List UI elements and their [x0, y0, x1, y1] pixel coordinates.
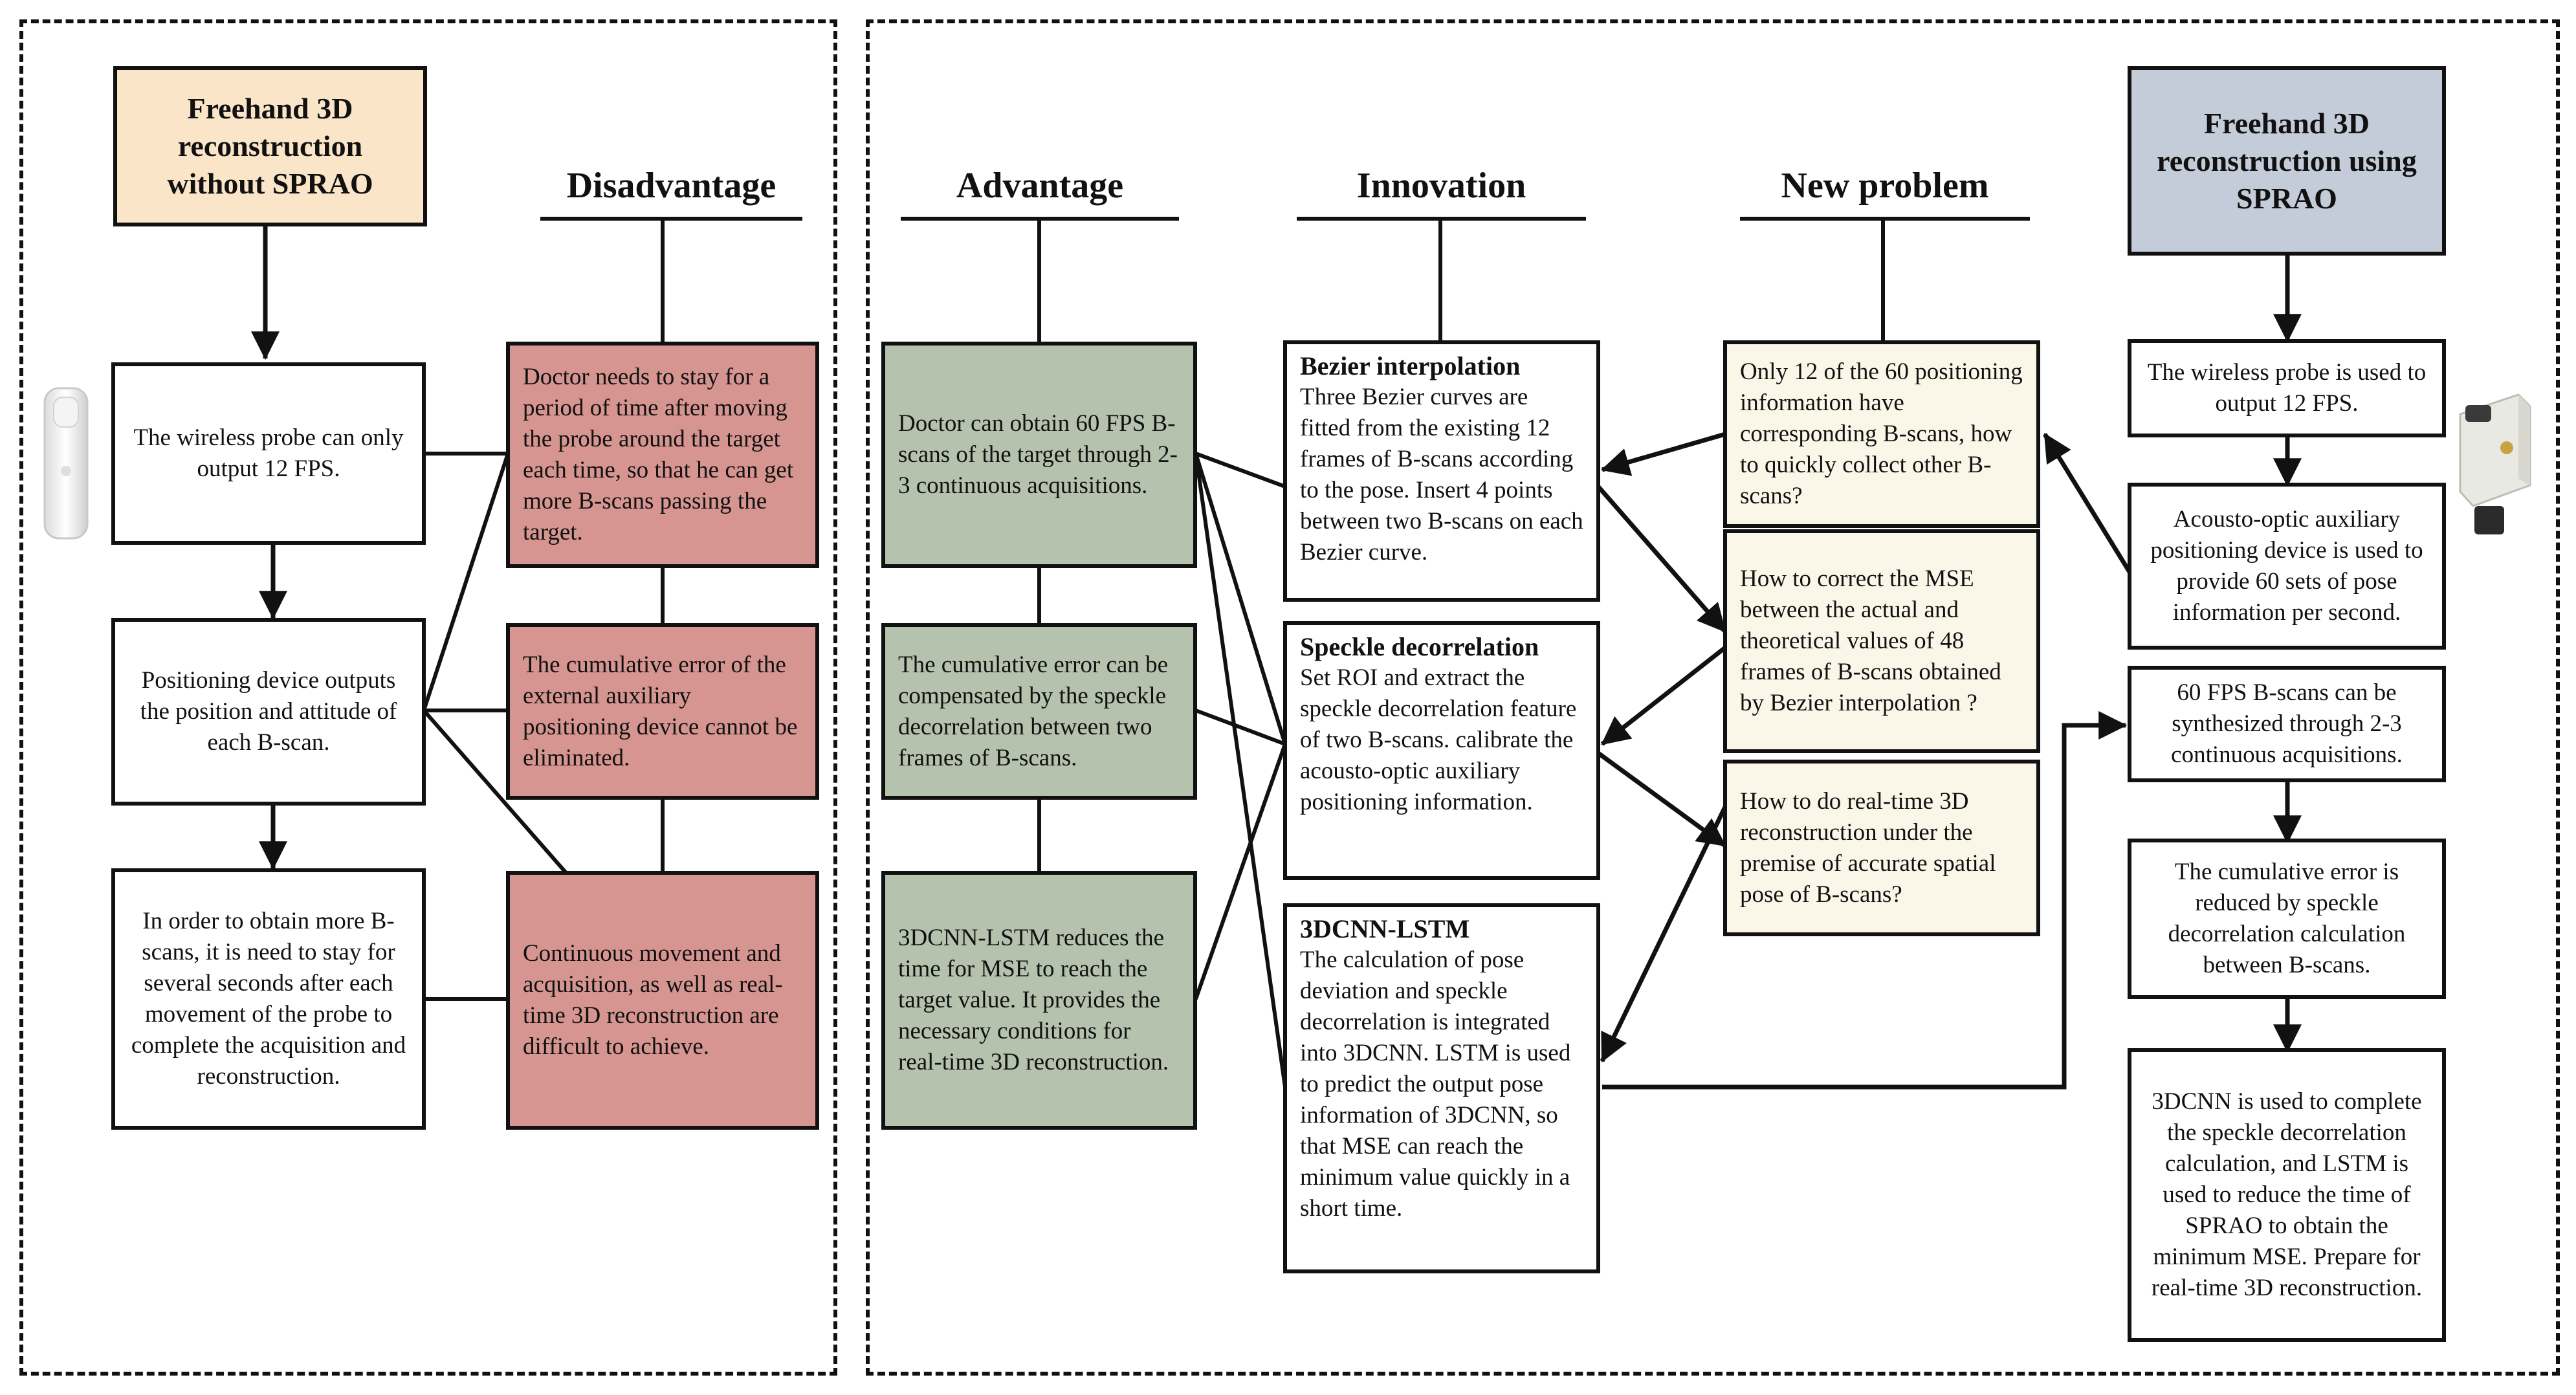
new-problem-1: Only 12 of the 60 positioning informatio…	[1723, 340, 2040, 528]
header-advantage: Advantage	[956, 166, 1124, 206]
new-problem-2: How to correct the MSE between the actua…	[1723, 529, 2040, 753]
right-panel	[866, 19, 2560, 1376]
left-step-1: The wireless probe can only output 12 FP…	[111, 362, 426, 545]
right-step-2-text: Acousto-optic auxiliary positioning devi…	[2150, 506, 2423, 626]
right-panel-title: Freehand 3D reconstruction using SPRAO	[2128, 66, 2446, 256]
left-step-2-text: Positioning device outputs the position …	[140, 667, 397, 756]
right-step-3: 60 FPS B-scans can be synthesized throug…	[2128, 666, 2446, 782]
new-problem-1-text: Only 12 of the 60 positioning informatio…	[1740, 358, 2023, 509]
left-step-3: In order to obtain more B-scans, it is n…	[111, 868, 426, 1130]
disadvantage-2-text: The cumulative error of the external aux…	[523, 651, 798, 771]
innovation-speckle-text: Set ROI and extract the speckle decorrel…	[1300, 665, 1577, 815]
sprao-probe-icon	[2459, 393, 2531, 534]
right-step-3-text: 60 FPS B-scans can be synthesized throug…	[2171, 679, 2403, 768]
disadvantage-2: The cumulative error of the external aux…	[506, 623, 819, 800]
right-step-1-text: The wireless probe is used to output 12 …	[2147, 359, 2427, 417]
right-step-1: The wireless probe is used to output 12 …	[2128, 339, 2446, 437]
header-new-problem: New problem	[1781, 166, 1989, 206]
left-step-3-text: In order to obtain more B-scans, it is n…	[131, 908, 406, 1090]
advantage-2: The cumulative error can be compensated …	[881, 623, 1197, 800]
advantage-2-text: The cumulative error can be compensated …	[898, 651, 1169, 771]
advantage-3: 3DCNN-LSTM reduces the time for MSE to r…	[881, 871, 1197, 1130]
new-problem-3: How to do real-time 3D reconstruction un…	[1723, 760, 2040, 936]
right-step-5-text: 3DCNN is used to complete the speckle de…	[2151, 1088, 2423, 1301]
left-step-1-text: The wireless probe can only output 12 FP…	[133, 424, 404, 482]
advantage-1: Doctor can obtain 60 FPS B-scans of the …	[881, 342, 1197, 568]
innovation-speckle: Speckle decorrelation Set ROI and extrac…	[1283, 621, 1600, 880]
disadvantage-1-text: Doctor needs to stay for a period of tim…	[523, 364, 794, 545]
left-panel	[19, 19, 837, 1376]
innovation-bezier: Bezier interpolation Three Bezier curves…	[1283, 340, 1600, 602]
right-step-4: The cumulative error is reduced by speck…	[2128, 839, 2446, 999]
innovation-bezier-title: Bezier interpolation	[1300, 351, 1521, 380]
right-step-4-text: The cumulative error is reduced by speck…	[2168, 859, 2406, 978]
left-panel-title: Freehand 3D reconstruction without SPRAO	[113, 66, 427, 226]
new-problem-3-text: How to do real-time 3D reconstruction un…	[1740, 787, 1996, 908]
disadvantage-1: Doctor needs to stay for a period of tim…	[506, 342, 819, 568]
innovation-speckle-title: Speckle decorrelation	[1300, 632, 1539, 661]
disadvantage-3: Continuous movement and acquisition, as …	[506, 871, 819, 1130]
wireless-probe-icon	[43, 387, 89, 540]
header-disadvantage: Disadvantage	[566, 166, 776, 206]
advantage-3-text: 3DCNN-LSTM reduces the time for MSE to r…	[898, 925, 1169, 1075]
right-panel-title-text: Freehand 3D reconstruction using SPRAO	[2157, 106, 2417, 215]
right-step-2: Acousto-optic auxiliary positioning devi…	[2128, 483, 2446, 650]
new-problem-2-text: How to correct the MSE between the actua…	[1740, 566, 2001, 716]
right-step-5: 3DCNN is used to complete the speckle de…	[2128, 1048, 2446, 1342]
disadvantage-3-text: Continuous movement and acquisition, as …	[523, 940, 783, 1060]
innovation-3dcnn-lstm-text: The calculation of pose deviation and sp…	[1300, 947, 1571, 1222]
advantage-1-text: Doctor can obtain 60 FPS B-scans of the …	[898, 410, 1178, 499]
left-panel-title-text: Freehand 3D reconstruction without SPRAO	[167, 92, 373, 200]
innovation-bezier-text: Three Bezier curves are fitted from the …	[1300, 384, 1583, 566]
left-step-2: Positioning device outputs the position …	[111, 618, 426, 806]
innovation-3dcnn-lstm-title: 3DCNN-LSTM	[1300, 914, 1470, 943]
innovation-3dcnn-lstm: 3DCNN-LSTM The calculation of pose devia…	[1283, 903, 1600, 1273]
header-innovation: Innovation	[1356, 166, 1526, 206]
